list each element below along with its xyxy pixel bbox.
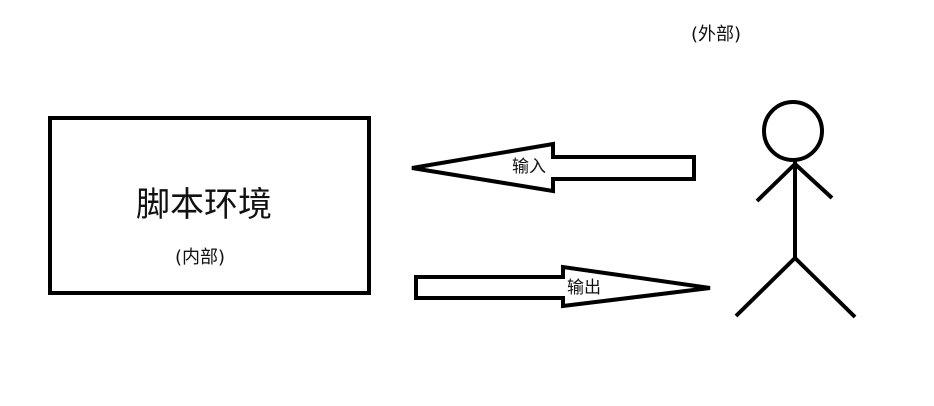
output-arrow-label: 输出	[567, 278, 601, 298]
user-figure-icon	[734, 100, 857, 319]
output-arrow	[414, 264, 711, 309]
user-right-arm	[793, 162, 834, 200]
input-arrow-label: 输入	[512, 157, 546, 177]
user-left-arm	[755, 162, 797, 203]
user-left-leg	[734, 256, 797, 318]
input-arrow	[411, 141, 696, 194]
script-environment-title: 脚本环境	[136, 185, 272, 225]
script-environment-box	[48, 116, 371, 295]
user-head	[762, 100, 824, 162]
user-scope-label: (外部)	[691, 24, 742, 45]
script-environment-scope: (内部)	[175, 247, 226, 268]
user-right-leg	[793, 256, 857, 319]
